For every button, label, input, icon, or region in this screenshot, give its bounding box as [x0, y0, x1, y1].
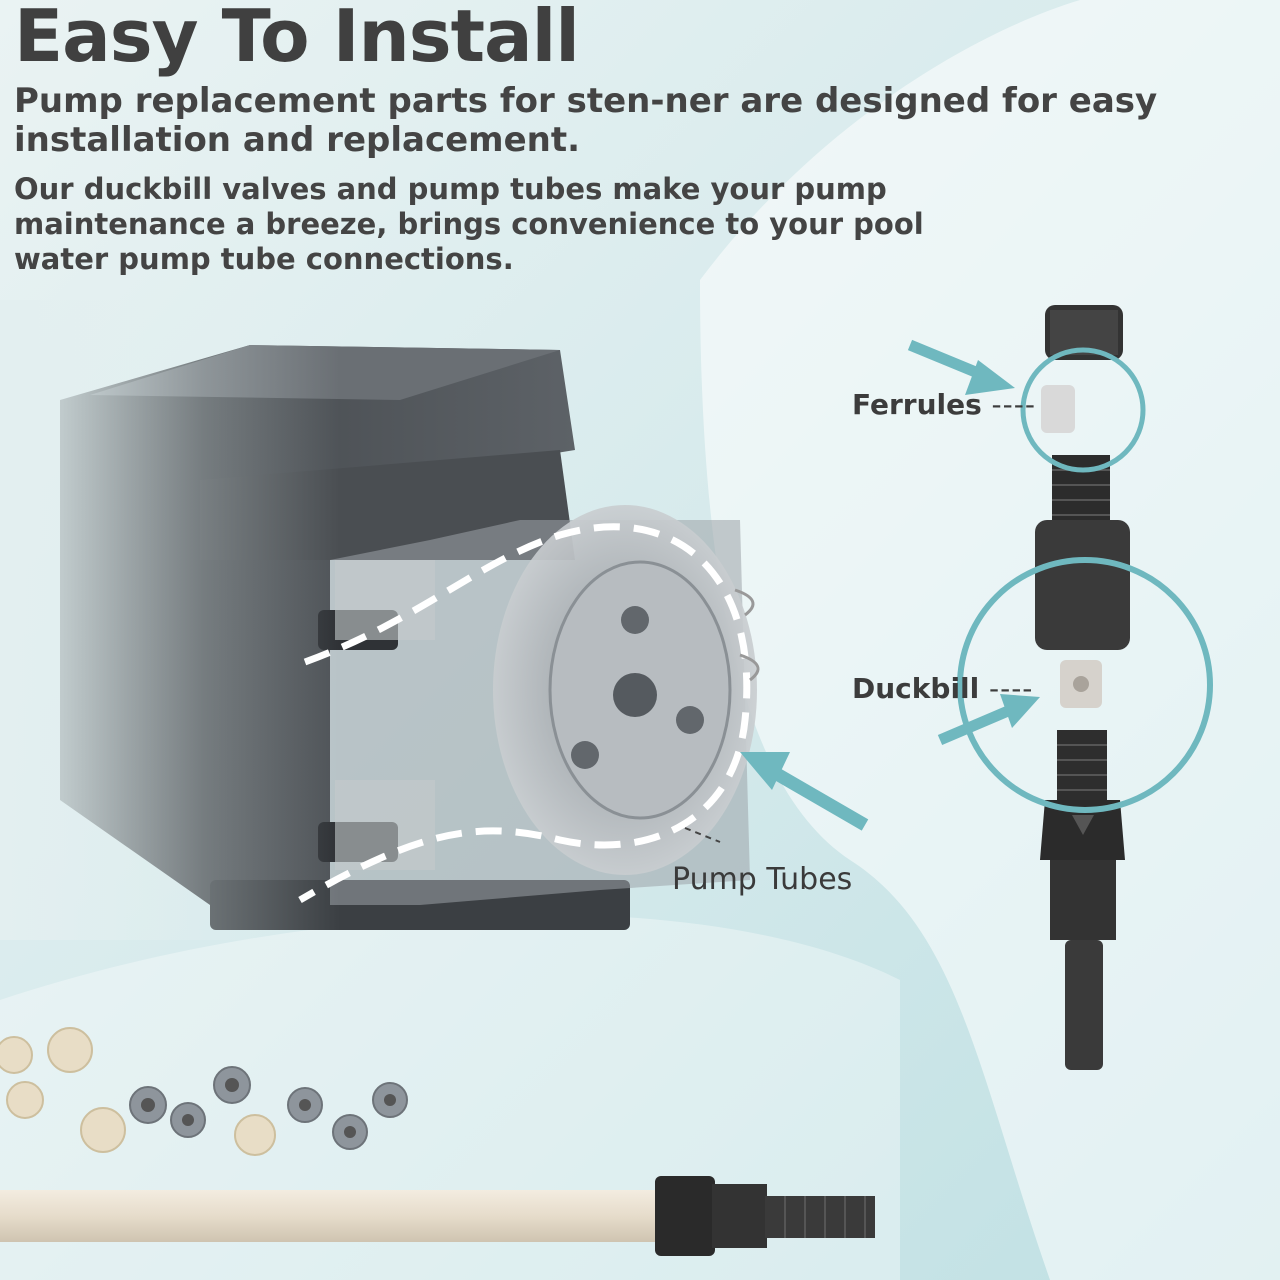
callout-duckbill: Duckbill ----: [852, 672, 1033, 705]
highlight-circle-icon: [957, 557, 1213, 813]
leader-line: ----: [991, 388, 1036, 421]
callout-ferrules: Ferrules ----: [852, 388, 1036, 421]
callout-pump-tubes: Pump Tubes: [672, 862, 853, 897]
light-swoosh: [700, 0, 1280, 1280]
body-text: Our duckbill valves and pump tubes make …: [14, 172, 924, 276]
fitting-assembly: [1035, 305, 1130, 1070]
spare-parts: [0, 1027, 875, 1256]
ferrule-part: [1041, 385, 1075, 433]
subheading: Pump replacement parts for sten-ner are …: [14, 81, 1158, 160]
headline: Easy To Install: [14, 0, 580, 78]
arrow-icon: [740, 339, 1040, 831]
leader-line: ----: [988, 672, 1034, 705]
callout-duckbill-label: Duckbill: [852, 672, 980, 705]
highlight-circle-icon: [1020, 347, 1146, 473]
callout-ferrules-label: Ferrules: [852, 388, 982, 421]
